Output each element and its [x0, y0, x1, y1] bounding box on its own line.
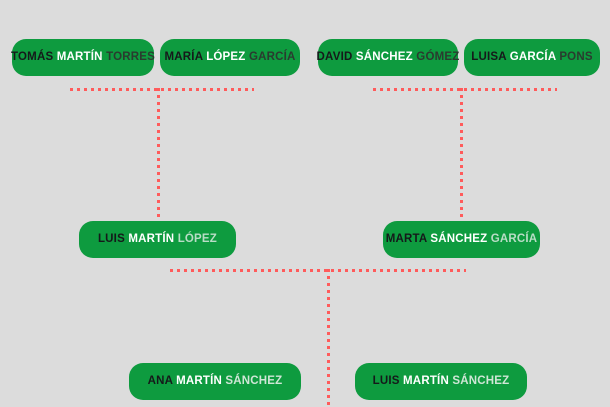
union-connector-grandparents-right — [373, 88, 557, 91]
person-node-maria-lopez-garcia[interactable]: MARÍA LÓPEZ GARCÍA — [160, 39, 300, 76]
person-surname-1: MARTÍN — [128, 232, 175, 245]
person-surname-2: PONS — [559, 50, 593, 63]
person-node-luis-martin-lopez[interactable]: LUIS MARTÍN LÓPEZ — [79, 221, 236, 258]
descent-connector-to-children — [327, 269, 330, 407]
person-node-david-sanchez-gomez[interactable]: DAVID SÁNCHEZ GÓMEZ — [316, 39, 460, 76]
person-name: ANA MARTÍN SÁNCHEZ — [147, 374, 283, 388]
person-surname-1: MARTÍN — [176, 374, 222, 387]
person-surname-1: SÁNCHEZ — [430, 232, 488, 245]
person-surname-1: SÁNCHEZ — [355, 50, 413, 63]
person-given-name: TOMÁS — [11, 50, 54, 63]
person-surname-2: SÁNCHEZ — [225, 374, 283, 387]
descent-connector-to-marta-sanchez-garcia — [460, 88, 463, 221]
person-node-marta-sanchez-garcia[interactable]: MARTA SÁNCHEZ GARCÍA — [383, 221, 540, 258]
person-given-name: ANA — [147, 374, 173, 387]
union-connector-grandparents-left — [70, 88, 254, 91]
person-given-name: LUIS — [372, 374, 400, 387]
person-name: DAVID SÁNCHEZ GÓMEZ — [316, 50, 460, 64]
person-name: TOMÁS MARTÍN TORRES — [11, 50, 155, 64]
person-name: LUIS MARTÍN LÓPEZ — [97, 232, 218, 246]
person-surname-2: GÓMEZ — [416, 50, 460, 63]
person-given-name: DAVID — [316, 50, 353, 63]
person-name: MARTA SÁNCHEZ GARCÍA — [385, 232, 538, 246]
person-name: MARÍA LÓPEZ GARCÍA — [164, 50, 296, 64]
person-surname-2: SÁNCHEZ — [452, 374, 510, 387]
person-surname-1: MARTÍN — [403, 374, 449, 387]
person-given-name: LUIS — [97, 232, 125, 245]
person-given-name: MARTA — [385, 232, 427, 245]
person-surname-2: TORRES — [106, 50, 155, 63]
person-surname-2: GARCÍA — [490, 232, 538, 245]
person-given-name: MARÍA — [164, 50, 203, 63]
person-given-name: LUISA — [471, 50, 507, 63]
person-name: LUIS MARTÍN SÁNCHEZ — [372, 374, 510, 388]
person-node-ana-martin-sanchez[interactable]: ANA MARTÍN SÁNCHEZ — [129, 363, 301, 400]
descent-connector-to-luis-martin-lopez — [157, 88, 160, 221]
person-surname-1: LÓPEZ — [206, 50, 246, 63]
person-surname-2: LÓPEZ — [177, 232, 218, 245]
person-surname-2: GARCÍA — [248, 50, 296, 63]
person-node-tomas-martin-torres[interactable]: TOMÁS MARTÍN TORRES — [11, 39, 155, 76]
person-node-luis-martin-sanchez[interactable]: LUIS MARTÍN SÁNCHEZ — [355, 363, 527, 400]
person-surname-1: MARTÍN — [56, 50, 103, 63]
union-connector-parents — [170, 269, 466, 272]
person-node-luisa-garcia-pons[interactable]: LUISA GARCÍA PONS — [464, 39, 600, 76]
person-name: LUISA GARCÍA PONS — [471, 50, 593, 64]
person-surname-1: GARCÍA — [509, 50, 556, 63]
